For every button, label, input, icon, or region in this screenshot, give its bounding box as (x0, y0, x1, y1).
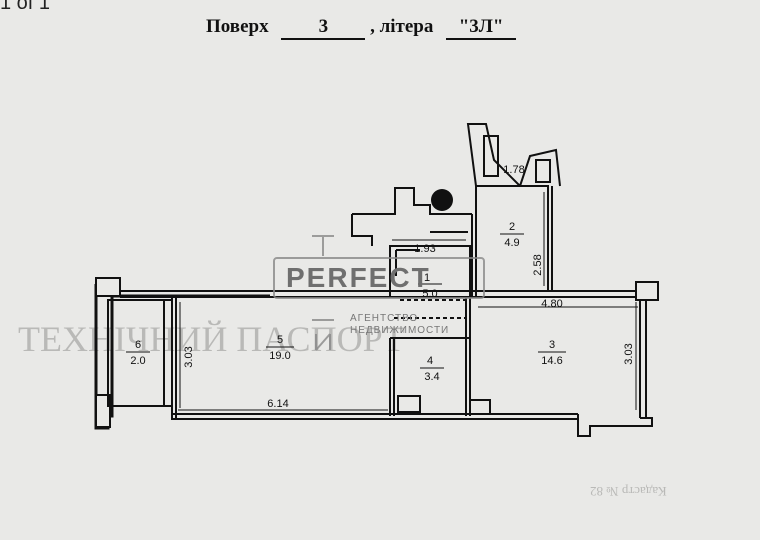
floor-header: Поверх 3 , літера "3Л" (206, 16, 517, 40)
watermark-tagline-1: АГЕНТСТВО (350, 313, 419, 324)
room-2: 2 4.9 (500, 221, 524, 249)
room-1-number: 1 (424, 272, 430, 284)
floor-label: Поверх (206, 16, 269, 37)
room-3-area: 14.6 (541, 355, 562, 367)
letter-label: , літера (370, 16, 434, 37)
dim-4-80: 4.80 (541, 298, 562, 310)
dim-2-58: 2.58 (532, 254, 544, 275)
dim-3-03-right: 3.03 (623, 343, 635, 364)
room-5-number: 5 (277, 334, 283, 346)
fixture-marker (431, 189, 453, 211)
dim-3-03-left: 3.03 (183, 346, 195, 367)
room-5-area: 19.0 (269, 350, 290, 362)
room-5: 5 19.0 (266, 334, 294, 362)
background-title: ТЕХНІЧНИЙ ПАСПОРТ (18, 319, 406, 359)
room-6-area: 2.0 (130, 355, 145, 367)
room-4: 4 3.4 (420, 355, 444, 383)
watermark-tagline-2: НЕДВИЖИМОСТИ (350, 325, 450, 336)
room-4-area: 3.4 (424, 371, 439, 383)
room-4-number: 4 (427, 355, 433, 367)
dim-6-14: 6.14 (267, 398, 288, 410)
letter-value: "3Л" (446, 16, 517, 40)
dim-1-78: 1.78 (503, 164, 524, 176)
dim-1-93: 1.93 (414, 243, 435, 255)
room-3-number: 3 (549, 339, 555, 351)
room-2-area: 4.9 (504, 237, 519, 249)
watermark-logo-icon (273, 235, 485, 351)
watermark-brand: PERFECT (286, 262, 431, 293)
room-2-number: 2 (509, 221, 515, 233)
page-indicator: 1 of 1 (0, 0, 51, 14)
room-3: 3 14.6 (538, 339, 566, 367)
floor-value: 3 (281, 16, 366, 40)
room-6-number: 6 (135, 339, 141, 351)
room-6: 6 2.0 (126, 339, 150, 367)
